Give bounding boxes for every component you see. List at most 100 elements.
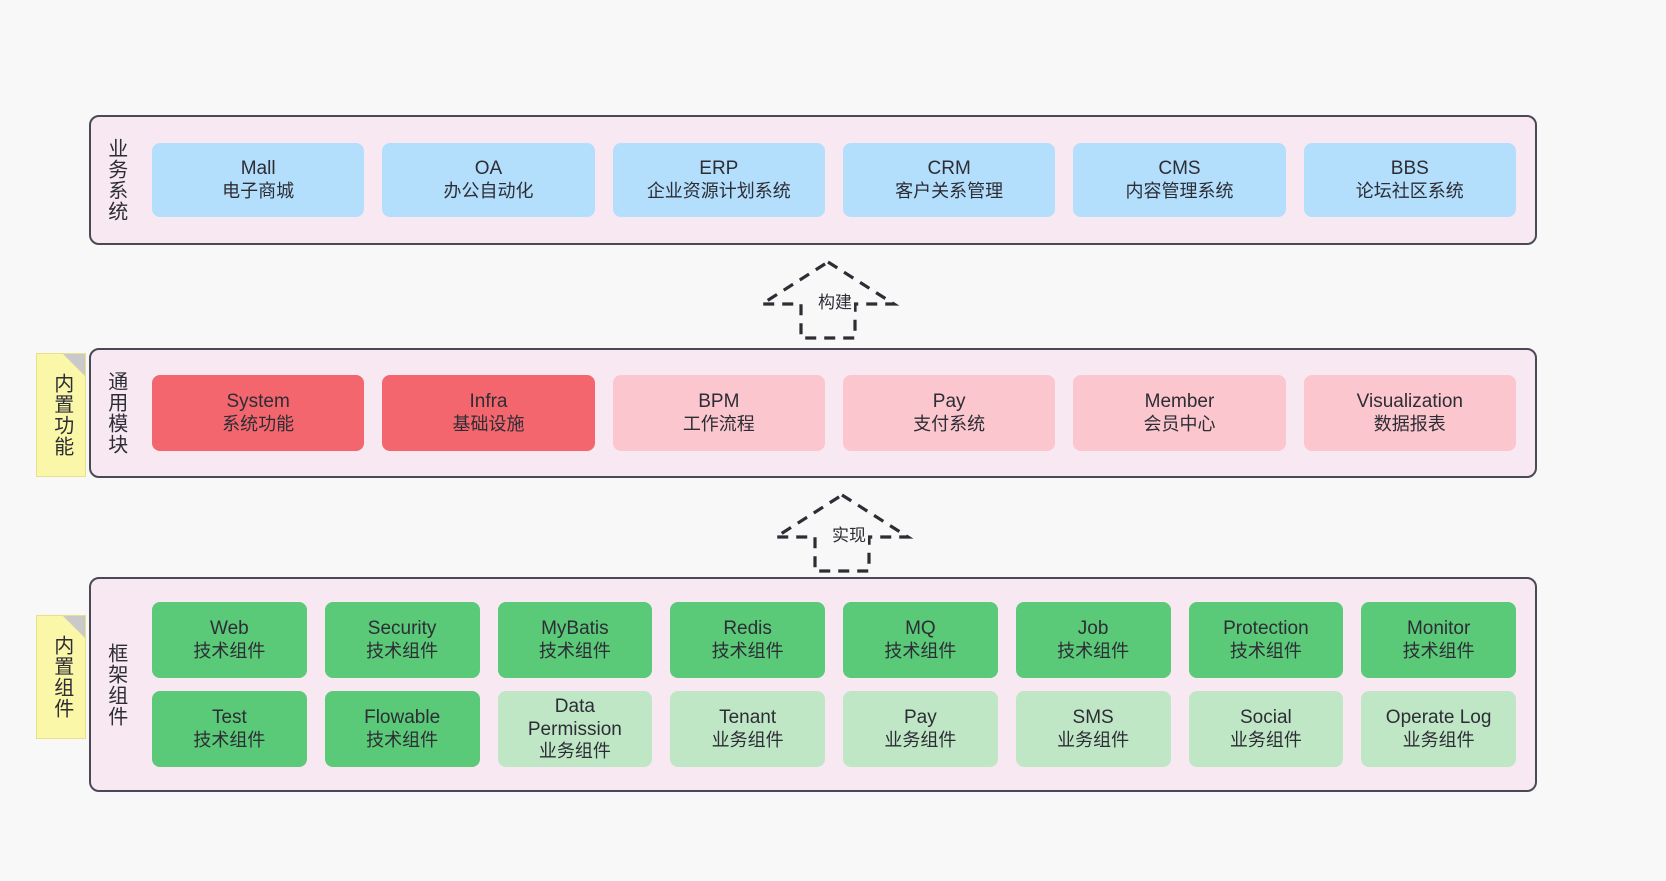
node-monitor-name: Monitor — [1406, 618, 1471, 640]
node-job-desc: 技术组件 — [1057, 640, 1130, 661]
node-tenant-desc: 业务组件 — [711, 729, 784, 750]
node-protection-name: Protection — [1223, 618, 1309, 640]
note-builtin-function: 内置功能 — [36, 353, 86, 477]
node-bpm-desc: 工作流程 — [682, 413, 755, 434]
connector-build-label: 构建 — [816, 288, 854, 313]
note-builtin-component-text: 内置组件 — [50, 635, 73, 719]
node-system-name: System — [226, 391, 290, 413]
node-visualization-desc: 数据报表 — [1373, 413, 1446, 434]
node-bbs[interactable]: BBS 论坛社区系统 — [1303, 143, 1516, 217]
node-sms[interactable]: SMS 业务组件 — [1015, 691, 1171, 767]
node-test-desc: 技术组件 — [193, 729, 266, 750]
framework-row-tech: Web 技术组件 Security 技术组件 MyBatis 技术组件 Redi… — [143, 602, 1525, 678]
node-social-name: Social — [1240, 707, 1292, 729]
node-pay-module-desc: 支付系统 — [913, 413, 986, 434]
connector-implement: 实现 — [770, 491, 914, 573]
note-fold-corner-icon — [63, 354, 85, 376]
note-builtin-function-text: 内置功能 — [50, 373, 73, 457]
node-mq[interactable]: MQ 技术组件 — [843, 602, 998, 678]
node-mall-name: Mall — [240, 158, 276, 180]
node-security[interactable]: Security 技术组件 — [324, 602, 480, 678]
node-infra-desc: 基础设施 — [452, 413, 525, 434]
node-member-name: Member — [1144, 391, 1215, 413]
node-mybatis[interactable]: MyBatis 技术组件 — [497, 602, 653, 678]
node-flowable[interactable]: Flowable 技术组件 — [324, 691, 480, 767]
node-redis[interactable]: Redis 技术组件 — [670, 602, 825, 678]
common-module-node-list: System 系统功能 Infra 基础设施 BPM 工作流程 Pay 支付系统… — [139, 350, 1535, 476]
framework-row-business: Test 技术组件 Flowable 技术组件 Data Permission … — [143, 691, 1525, 767]
node-flowable-desc: 技术组件 — [366, 729, 439, 750]
node-data-permission-name2: Permission — [527, 719, 622, 741]
note-builtin-component: 内置组件 — [36, 615, 86, 739]
node-crm-desc: 客户关系管理 — [895, 180, 1004, 201]
node-sms-name: SMS — [1072, 707, 1114, 729]
node-pay-module[interactable]: Pay 支付系统 — [842, 375, 1056, 451]
node-bbs-name: BBS — [1390, 158, 1429, 180]
node-cms[interactable]: CMS 内容管理系统 — [1073, 143, 1286, 217]
node-pay-component-name: Pay — [904, 707, 937, 729]
layer-business-system: 业务系统 Mall 电子商城 OA 办公自动化 ERP 企业资源计划系统 CRM… — [89, 115, 1537, 245]
node-web[interactable]: Web 技术组件 — [152, 602, 307, 678]
node-pay-component-desc: 业务组件 — [884, 729, 957, 750]
layer-label-framework-component: 框架组件 — [104, 642, 127, 727]
node-web-name: Web — [210, 618, 249, 640]
node-tenant[interactable]: Tenant 业务组件 — [670, 691, 825, 767]
node-sms-desc: 业务组件 — [1057, 729, 1130, 750]
node-cms-desc: 内容管理系统 — [1125, 180, 1234, 201]
node-bpm-name: BPM — [698, 391, 740, 413]
node-social[interactable]: Social 业务组件 — [1188, 691, 1344, 767]
node-erp[interactable]: ERP 企业资源计划系统 — [612, 143, 825, 217]
node-infra[interactable]: Infra 基础设施 — [382, 375, 595, 451]
node-test[interactable]: Test 技术组件 — [152, 691, 307, 767]
build-arrow-icon — [756, 260, 900, 340]
node-oa[interactable]: OA 办公自动化 — [382, 143, 595, 217]
connector-implement-label: 实现 — [830, 521, 868, 546]
node-oa-name: OA — [474, 158, 503, 180]
framework-component-grid: Web 技术组件 Security 技术组件 MyBatis 技术组件 Redi… — [139, 579, 1535, 790]
node-tenant-name: Tenant — [719, 707, 777, 729]
node-security-desc: 技术组件 — [366, 640, 439, 661]
node-bpm[interactable]: BPM 工作流程 — [612, 375, 825, 451]
node-data-permission-name: Data — [554, 695, 595, 717]
node-test-name: Test — [211, 707, 247, 729]
node-mall[interactable]: Mall 电子商城 — [152, 143, 365, 217]
node-pay-component[interactable]: Pay 业务组件 — [843, 691, 998, 767]
node-mq-name: MQ — [905, 618, 936, 640]
node-operate-log-desc: 业务组件 — [1402, 729, 1475, 750]
node-cms-name: CMS — [1158, 158, 1201, 180]
layer-framework-component: 框架组件 Web 技术组件 Security 技术组件 MyBatis 技术组件… — [89, 577, 1537, 792]
node-erp-desc: 企业资源计划系统 — [646, 180, 791, 201]
connector-build: 构建 — [756, 258, 900, 340]
node-social-desc: 业务组件 — [1229, 729, 1302, 750]
node-mall-desc: 电子商城 — [222, 180, 295, 201]
node-operate-log[interactable]: Operate Log 业务组件 — [1361, 691, 1516, 767]
node-member-desc: 会员中心 — [1143, 413, 1216, 434]
node-crm-name: CRM — [927, 158, 971, 180]
node-system-desc: 系统功能 — [222, 413, 295, 434]
node-data-permission-desc: 业务组件 — [538, 741, 611, 762]
node-crm[interactable]: CRM 客户关系管理 — [842, 143, 1056, 217]
node-erp-name: ERP — [699, 158, 739, 180]
implement-arrow-icon — [770, 493, 914, 573]
node-redis-name: Redis — [723, 618, 772, 640]
node-visualization[interactable]: Visualization 数据报表 — [1303, 375, 1516, 451]
node-system[interactable]: System 系统功能 — [152, 375, 365, 451]
node-job[interactable]: Job 技术组件 — [1015, 602, 1171, 678]
node-data-permission[interactable]: Data Permission 业务组件 — [497, 691, 653, 767]
node-protection[interactable]: Protection 技术组件 — [1188, 602, 1344, 678]
business-system-node-list: Mall 电子商城 OA 办公自动化 ERP 企业资源计划系统 CRM 客户关系… — [139, 117, 1535, 243]
node-monitor-desc: 技术组件 — [1402, 640, 1475, 661]
node-flowable-name: Flowable — [364, 707, 441, 729]
node-security-name: Security — [367, 618, 437, 640]
node-member[interactable]: Member 会员中心 — [1073, 375, 1286, 451]
node-infra-name: Infra — [469, 391, 508, 413]
node-visualization-name: Visualization — [1356, 391, 1463, 413]
layer-common-module: 通用模块 System 系统功能 Infra 基础设施 BPM 工作流程 Pay… — [89, 348, 1537, 478]
node-web-desc: 技术组件 — [193, 640, 266, 661]
node-protection-desc: 技术组件 — [1229, 640, 1302, 661]
layer-label-business-system: 业务系统 — [104, 138, 127, 222]
node-monitor[interactable]: Monitor 技术组件 — [1361, 602, 1516, 678]
node-mybatis-desc: 技术组件 — [538, 640, 611, 661]
node-redis-desc: 技术组件 — [711, 640, 784, 661]
